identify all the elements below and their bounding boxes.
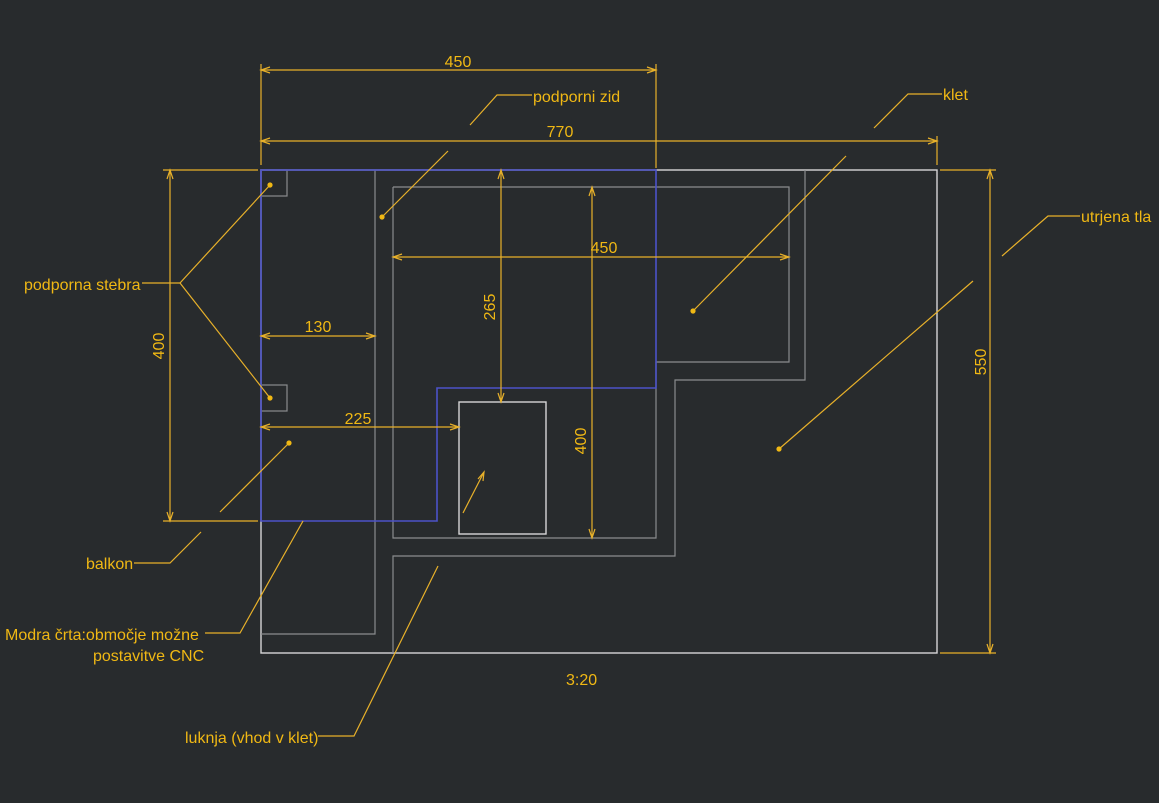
label-modra-crta-line1: Modra črta:območje možne	[5, 627, 199, 644]
basement-inner-wall	[392, 187, 657, 539]
label-balkon: balkon	[86, 556, 133, 573]
leader-stebra-top	[179, 184, 271, 284]
leader-podporni-zid-tick	[469, 94, 532, 126]
retaining-wall-left	[261, 170, 376, 635]
leader-utrjena-tla	[778, 280, 974, 450]
leader-utrjena-tla-tick	[1001, 215, 1080, 257]
dim-left-400: 400	[151, 333, 168, 360]
dim-inner-400: 400	[573, 428, 590, 455]
label-podporna-stebra: podporna stebra	[24, 277, 141, 294]
dim-130: 130	[305, 319, 332, 336]
dim-225: 225	[345, 411, 372, 428]
dim-inner-450: 450	[591, 240, 618, 257]
leader-balkon-tick	[134, 531, 202, 564]
support-column-top	[260, 169, 288, 197]
leader-klet	[692, 155, 847, 312]
label-scale: 3:20	[566, 672, 597, 689]
label-modra-crta-line2: postavitve CNC	[93, 648, 204, 665]
label-podporni-zid: podporni zid	[533, 89, 620, 106]
basement-outer-wall	[392, 170, 806, 653]
leader-hole-inner	[462, 471, 485, 514]
dim-right-550: 550	[973, 349, 990, 376]
leader-luknja	[318, 565, 439, 737]
basement-inner-wall-top	[393, 186, 790, 363]
leader-lines	[134, 93, 1080, 737]
leader-balkon	[219, 442, 290, 513]
basement-entrance-hole	[458, 401, 547, 535]
cnc-placement-area	[260, 169, 657, 522]
label-utrjena-tla: utrjena tla	[1081, 209, 1151, 226]
label-luknja: luknja (vhod v klet)	[185, 730, 318, 747]
label-klet: klet	[943, 87, 968, 104]
leader-klet-tick	[873, 93, 942, 129]
leader-podporni-zid	[381, 150, 449, 218]
gray-structure	[260, 169, 806, 653]
dim-top-450: 450	[445, 54, 472, 71]
dim-top-770: 770	[547, 124, 574, 141]
support-column-bottom	[260, 384, 288, 412]
leader-stebra-bottom	[179, 282, 271, 399]
leader-dots	[267, 182, 782, 452]
dimension-lines	[163, 64, 996, 655]
dim-265: 265	[482, 294, 499, 321]
leader-modra-crta	[205, 520, 304, 634]
